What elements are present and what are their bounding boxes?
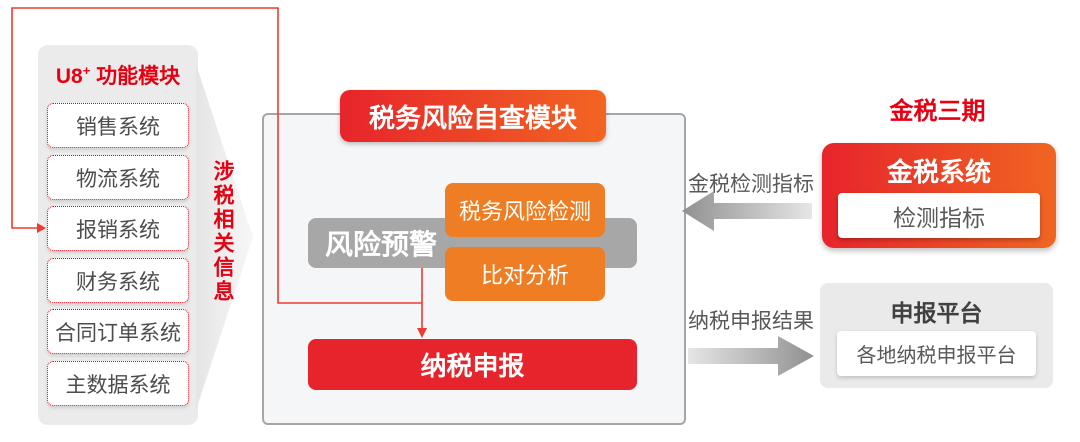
module-sales: 销售系统: [47, 103, 189, 148]
u8-title-main: U8: [55, 65, 83, 88]
module-finance: 财务系统: [47, 258, 189, 303]
tax-info-flow-label: 涉税相关信息: [211, 160, 234, 304]
module-expense: 报销系统: [47, 206, 189, 251]
u8-title-rest: 功能模块: [96, 65, 181, 88]
comparison-analysis-box: 比对分析: [445, 247, 605, 301]
module-masterdata: 主数据系统: [47, 361, 189, 406]
golden-tax-phase-title: 金税三期: [889, 98, 986, 125]
module-contract: 合同订单系统: [47, 309, 189, 354]
golden-tax-system-box: 金税系统 检测指标: [822, 143, 1056, 248]
risk-detection-box: 税务风险检测: [445, 183, 605, 237]
declaration-platform-title: 申报平台: [890, 300, 983, 326]
local-platform-box: 各地纳税申报平台: [837, 331, 1036, 376]
self-check-module-title: 税务风险自查模块: [340, 90, 606, 142]
declaration-platform-box: 申报平台 各地纳税申报平台: [820, 283, 1053, 388]
golden-tax-arrow-label: 金税检测指标: [688, 173, 814, 196]
detection-indicator-box: 检测指标: [838, 193, 1040, 238]
golden-tax-system-title: 金税系统: [886, 157, 991, 187]
module-logistics: 物流系统: [47, 155, 189, 200]
u8-modules-panel: U8+ 功能模块 销售系统 物流系统 报销系统 财务系统 合同订单系统 主数据系…: [38, 45, 198, 425]
tax-declaration-box: 纳税申报: [308, 339, 637, 390]
declaration-result-arrow-label: 纳税申报结果: [688, 310, 814, 333]
right-arrow-icon: [688, 336, 814, 376]
u8-title-sup: +: [82, 63, 91, 78]
u8-panel-title: U8+ 功能模块: [38, 60, 198, 90]
